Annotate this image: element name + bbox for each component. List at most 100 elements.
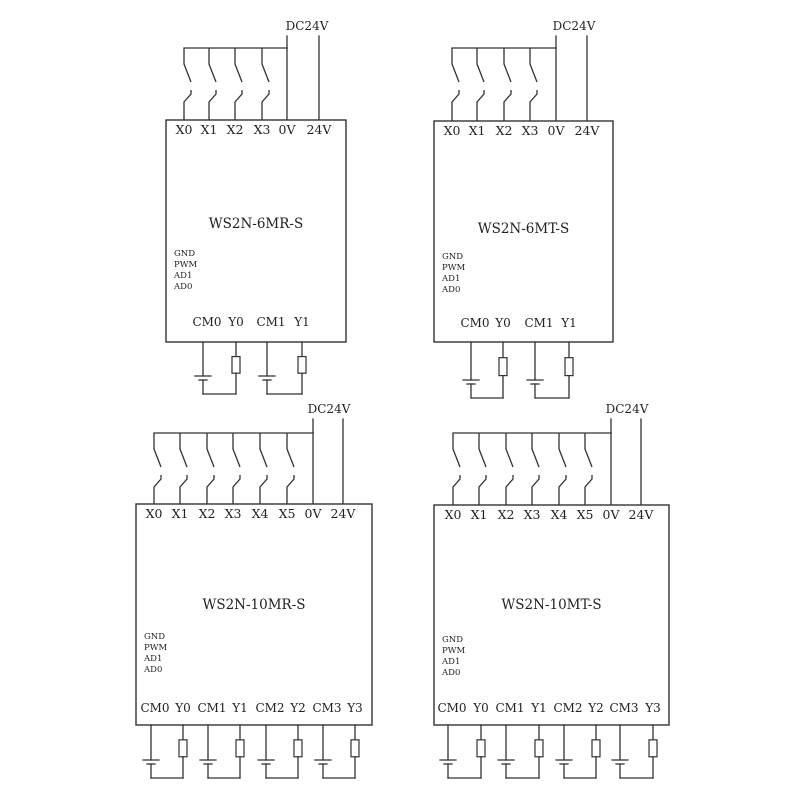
load-resistor <box>648 739 658 758</box>
supply-label: DC24V <box>606 402 649 416</box>
output-terminal-label: CM1 <box>495 701 524 715</box>
output-terminal-label: Y3 <box>346 701 363 715</box>
output-load-circuit <box>439 724 486 779</box>
switch-contact <box>183 48 192 83</box>
input-switch <box>558 433 567 505</box>
switch-contact <box>584 433 593 468</box>
terminal-24v-label: 24V <box>629 507 655 522</box>
switch-contact <box>531 433 540 468</box>
input-switch <box>232 433 241 504</box>
input-terminal-label: X3 <box>522 123 539 138</box>
model-name: WS2N-6MR-S <box>209 216 303 232</box>
switch-lead <box>259 475 268 504</box>
switch-contact <box>529 48 538 83</box>
io-terminal-label: AD0 <box>441 668 460 678</box>
switch-lead <box>183 90 192 120</box>
switch-lead <box>503 90 512 121</box>
output-terminal-label: CM3 <box>609 701 638 715</box>
io-terminal-label: AD0 <box>143 665 162 675</box>
terminal-0v-label: 0V <box>603 507 621 522</box>
output-load-circuit <box>497 724 544 779</box>
input-terminal-label: X4 <box>551 507 568 522</box>
output-terminal-label: Y1 <box>293 315 310 329</box>
output-load-circuit <box>142 724 188 779</box>
output-terminal-label: CM0 <box>192 315 221 329</box>
input-switch <box>261 48 270 120</box>
load-resistor <box>293 739 303 758</box>
input-switch <box>208 48 217 120</box>
load-resistor <box>564 357 574 377</box>
switch-contact <box>179 433 188 468</box>
load-resistor <box>297 355 307 374</box>
io-terminal-label: PWM <box>442 646 465 656</box>
switch-lead <box>179 475 188 504</box>
io-terminal-label: AD0 <box>441 285 460 295</box>
io-terminal-label: AD0 <box>173 282 192 292</box>
load-resistor <box>476 739 486 758</box>
input-switch <box>153 433 162 504</box>
switch-contact <box>558 433 567 468</box>
switch-lead <box>452 475 461 505</box>
input-switch <box>529 48 538 121</box>
io-terminal-label: AD1 <box>173 271 192 281</box>
input-switch <box>259 433 268 504</box>
plc-body <box>433 120 614 343</box>
switch-contact <box>208 48 217 83</box>
output-terminal-label: Y0 <box>174 701 191 715</box>
switch-lead <box>261 90 270 120</box>
switch-lead <box>478 475 487 505</box>
switch-contact <box>505 433 514 468</box>
switch-lead <box>451 90 460 121</box>
switch-lead <box>153 475 162 504</box>
output-terminal-label: Y0 <box>494 316 511 330</box>
switch-contact <box>261 48 270 83</box>
load-resistor <box>591 739 601 758</box>
output-terminal-label: CM0 <box>460 316 489 330</box>
output-terminal-label: CM1 <box>256 315 285 329</box>
terminal-24v-label: 24V <box>331 506 357 521</box>
input-terminal-label: X1 <box>469 123 486 138</box>
switch-lead <box>529 90 538 121</box>
output-load-circuit <box>526 341 574 399</box>
output-terminal-label: CM2 <box>255 701 284 715</box>
input-switch <box>286 433 295 504</box>
input-terminal-label: X0 <box>444 123 461 138</box>
switch-lead <box>505 475 514 505</box>
terminal-0v-label: 0V <box>305 506 323 521</box>
io-terminal-label: PWM <box>144 643 167 653</box>
input-switch <box>179 433 188 504</box>
switch-contact <box>478 433 487 468</box>
output-terminal-label: Y3 <box>644 701 661 715</box>
io-terminal-label: GND <box>144 632 165 642</box>
supply-label: DC24V <box>553 19 596 33</box>
switch-lead <box>234 90 243 120</box>
output-load-circuit <box>258 341 307 395</box>
output-load-circuit <box>257 724 303 779</box>
input-terminal-label: X3 <box>225 506 242 521</box>
terminal-24v-label: 24V <box>307 122 333 137</box>
output-terminal-label: CM1 <box>197 701 226 715</box>
terminal-24v-label: 24V <box>575 123 601 138</box>
switch-contact <box>503 48 512 83</box>
input-terminal-label: X2 <box>227 122 244 137</box>
switch-contact <box>451 48 460 83</box>
switch-contact <box>232 433 241 468</box>
switch-lead <box>232 475 241 504</box>
load-resistor <box>235 739 245 758</box>
input-switch <box>505 433 514 505</box>
input-switch <box>584 433 593 505</box>
model-name: WS2N-10MT-S <box>501 597 601 613</box>
input-switch <box>503 48 512 121</box>
input-terminal-label: X4 <box>252 506 269 521</box>
io-terminal-label: PWM <box>442 263 465 273</box>
switch-lead <box>286 475 295 504</box>
input-terminal-label: X1 <box>201 122 218 137</box>
io-terminal-label: AD1 <box>441 657 460 667</box>
model-name: WS2N-6MT-S <box>478 221 570 237</box>
input-switch <box>234 48 243 120</box>
load-resistor <box>350 739 360 758</box>
io-terminal-label: AD1 <box>143 654 162 664</box>
switch-lead <box>206 475 215 504</box>
model-name: WS2N-10MR-S <box>202 597 305 613</box>
